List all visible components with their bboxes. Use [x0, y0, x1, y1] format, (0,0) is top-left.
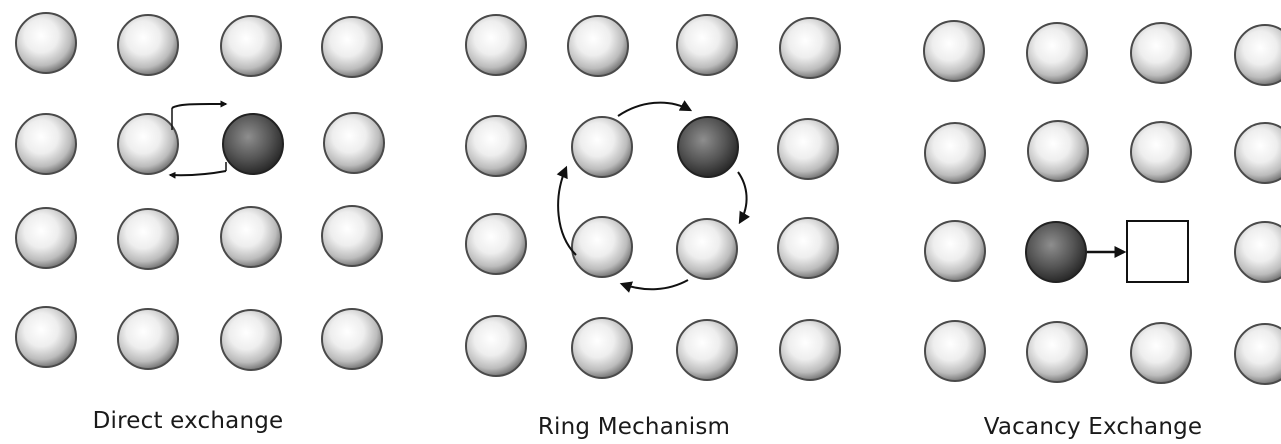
host-atom [778, 119, 838, 179]
host-atom [925, 321, 985, 381]
atom-lattice [16, 13, 384, 370]
host-atom [1028, 121, 1088, 181]
host-atom [925, 221, 985, 281]
panel-vacancy-exchange [924, 21, 1281, 384]
host-atom [778, 218, 838, 278]
host-atom [466, 15, 526, 75]
exchange-arrow-right [172, 104, 226, 108]
host-atom [1235, 25, 1281, 85]
exchange-arrow-left [170, 171, 226, 175]
host-atom [780, 320, 840, 380]
caption-direct-exchange: Direct exchange [93, 408, 284, 434]
host-atom [677, 15, 737, 75]
atom-lattice [466, 15, 840, 380]
host-atom [466, 214, 526, 274]
host-atom [677, 320, 737, 380]
host-atom [16, 13, 76, 73]
host-atom [118, 114, 178, 174]
host-atom [572, 318, 632, 378]
vacancy-site [1127, 221, 1188, 282]
solute-atom [223, 114, 283, 174]
host-atom [1027, 23, 1087, 83]
solute-atom [678, 117, 738, 177]
host-atom [466, 116, 526, 176]
host-atom [924, 21, 984, 81]
host-atom [568, 16, 628, 76]
caption-vacancy-exchange: Vacancy Exchange [984, 414, 1203, 440]
host-atom [322, 206, 382, 266]
ring-arrow-top [618, 103, 690, 116]
host-atom [572, 217, 632, 277]
host-atom [16, 208, 76, 268]
host-atom [1235, 123, 1281, 183]
host-atom [677, 219, 737, 279]
host-atom [16, 307, 76, 367]
solute-atom [1026, 222, 1086, 282]
atom-lattice [924, 21, 1281, 384]
host-atom [925, 123, 985, 183]
ring-arrow-bottom [622, 280, 688, 289]
host-atom [221, 16, 281, 76]
host-atom [466, 316, 526, 376]
ring-arrow-right [738, 172, 747, 222]
host-atom [1131, 23, 1191, 83]
panel-ring-mechanism [466, 15, 840, 380]
host-atom [221, 207, 281, 267]
panel-direct-exchange [16, 13, 384, 370]
host-atom [1131, 122, 1191, 182]
host-atom [1131, 323, 1191, 383]
host-atom [118, 309, 178, 369]
host-atom [118, 15, 178, 75]
host-atom [324, 113, 384, 173]
host-atom [322, 17, 382, 77]
host-atom [1027, 322, 1087, 382]
host-atom [572, 117, 632, 177]
host-atom [1235, 222, 1281, 282]
host-atom [322, 309, 382, 369]
host-atom [780, 18, 840, 78]
caption-ring-mechanism: Ring Mechanism [538, 414, 730, 440]
host-atom [1235, 324, 1281, 384]
host-atom [118, 209, 178, 269]
host-atom [16, 114, 76, 174]
host-atom [221, 310, 281, 370]
